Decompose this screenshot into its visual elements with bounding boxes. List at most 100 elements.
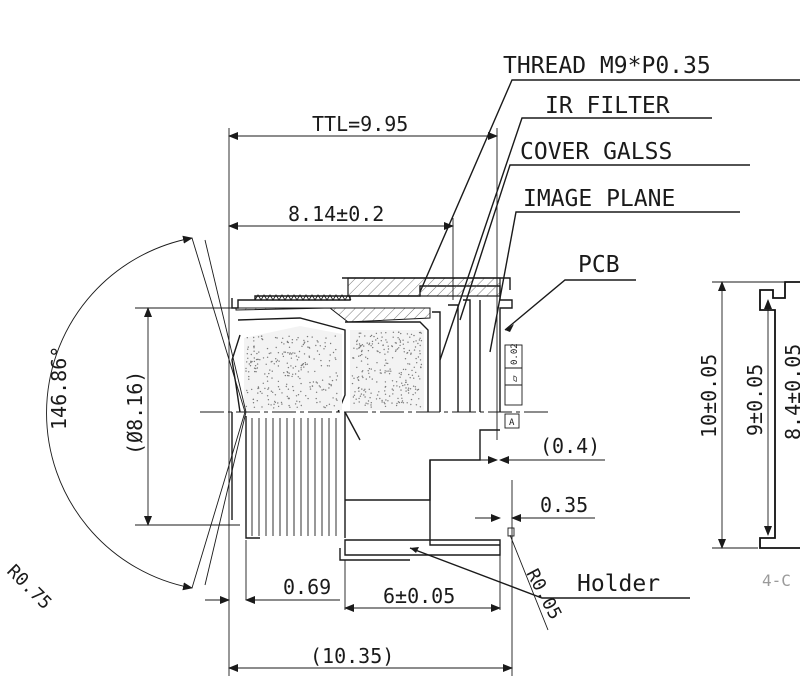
glass-speck xyxy=(365,402,367,404)
image-plane-label: IMAGE PLANE xyxy=(523,186,675,212)
glass-speck xyxy=(366,357,369,360)
glass-speck xyxy=(358,390,360,392)
glass-speck xyxy=(309,388,312,390)
glass-speck xyxy=(272,391,274,393)
glass-speck xyxy=(253,360,256,363)
glass-speck xyxy=(267,403,270,405)
glass-speck xyxy=(395,349,397,351)
glass-speck xyxy=(290,353,293,355)
glass-speck xyxy=(364,391,367,393)
glass-speck xyxy=(417,388,420,391)
glass-speck xyxy=(325,337,327,339)
glass-speck xyxy=(385,339,387,341)
glass-speck xyxy=(278,360,280,362)
glass-speck xyxy=(246,353,248,355)
glass-speck xyxy=(357,379,359,381)
glass-speck xyxy=(387,348,390,350)
glass-speck xyxy=(398,338,401,340)
thread-lines-bottom xyxy=(251,418,337,536)
tolerance-symbol: ▱ xyxy=(508,375,521,382)
glass-speck xyxy=(288,335,290,337)
glass-speck xyxy=(392,393,394,395)
glass-speck xyxy=(261,406,263,408)
glass-speck xyxy=(282,337,284,339)
glass-speck xyxy=(397,397,399,400)
glass-speck xyxy=(275,361,278,363)
glass-speck xyxy=(292,373,294,375)
glass-speck xyxy=(335,358,337,361)
glass-speck xyxy=(394,342,397,344)
glass-speck xyxy=(320,359,322,362)
glass-speck xyxy=(296,406,298,408)
glass-speck xyxy=(301,345,303,347)
glass-speck xyxy=(382,344,384,347)
glass-speck xyxy=(393,385,395,387)
glass-speck xyxy=(356,348,358,350)
glass-speck xyxy=(303,353,306,355)
total-length-dimension: (10.35) xyxy=(310,644,394,668)
glass-speck xyxy=(304,362,306,364)
glass-speck xyxy=(307,397,309,400)
glass-speck xyxy=(302,343,305,346)
glass-speck xyxy=(364,404,366,406)
glass-speck xyxy=(257,386,260,388)
glass-speck xyxy=(383,401,385,404)
glass-speck xyxy=(246,361,248,363)
glass-speck xyxy=(264,387,266,390)
glass-speck xyxy=(297,337,299,339)
holder-inner-dimension: 9±0.05 xyxy=(743,364,767,436)
glass-speck xyxy=(286,362,288,364)
pcb-thickness-dimension: 0.35 xyxy=(540,493,588,517)
glass-speck xyxy=(402,343,404,345)
glass-speck xyxy=(413,341,415,343)
glass-speck xyxy=(400,373,402,376)
glass-speck xyxy=(292,385,294,388)
glass-speck xyxy=(291,375,293,378)
glass-speck xyxy=(384,372,386,374)
glass-speck xyxy=(334,335,336,337)
glass-speck xyxy=(406,333,409,335)
glass-speck xyxy=(364,335,366,337)
glass-speck xyxy=(417,342,419,345)
glass-speck xyxy=(404,358,407,360)
glass-speck xyxy=(400,394,403,396)
glass-speck xyxy=(307,346,309,348)
glass-speck xyxy=(245,405,248,408)
glass-speck xyxy=(371,378,373,380)
glass-speck xyxy=(376,381,378,383)
glass-speck xyxy=(320,365,323,367)
glass-speck xyxy=(361,388,363,390)
glass-speck xyxy=(296,400,298,402)
glass-speck xyxy=(266,395,269,397)
glass-speck xyxy=(335,348,337,351)
glass-speck xyxy=(295,355,298,357)
glass-speck xyxy=(370,406,372,408)
glass-speck xyxy=(318,353,321,356)
glass-speck xyxy=(418,398,420,400)
glass-speck xyxy=(357,376,360,378)
glass-speck xyxy=(414,392,417,394)
glass-speck xyxy=(412,393,414,396)
glass-speck xyxy=(324,342,326,344)
glass-speck xyxy=(375,398,378,400)
glass-speck xyxy=(418,331,421,334)
glass-speck xyxy=(353,394,356,396)
callout-leaders xyxy=(409,79,800,599)
glass-speck xyxy=(361,344,364,346)
glass-speck xyxy=(367,403,369,405)
glass-speck xyxy=(257,336,260,338)
glass-speck xyxy=(406,352,409,354)
glass-speck xyxy=(364,388,366,390)
glass-speck xyxy=(370,368,372,370)
glass-speck xyxy=(276,359,279,361)
glass-speck xyxy=(246,389,248,392)
glass-speck xyxy=(379,397,381,400)
glass-speck xyxy=(319,345,321,347)
glass-speck xyxy=(400,332,402,335)
glass-speck xyxy=(268,352,270,355)
glass-speck xyxy=(385,332,387,334)
glass-speck xyxy=(258,351,260,353)
glass-speck xyxy=(368,368,371,370)
glass-stipple xyxy=(245,331,423,409)
glass-speck xyxy=(410,403,412,406)
